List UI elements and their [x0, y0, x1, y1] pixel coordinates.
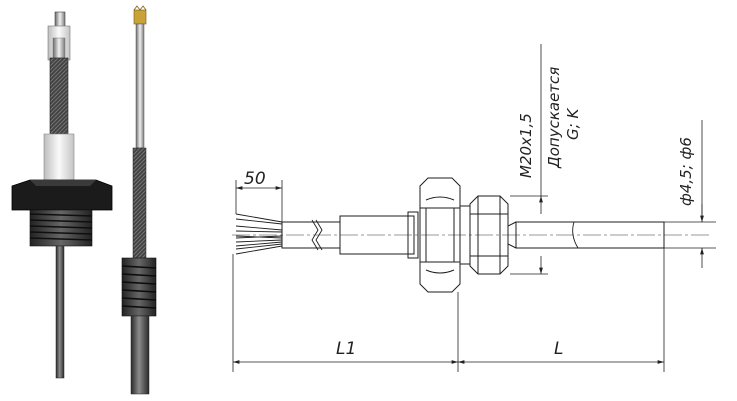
dim-l1: L1	[336, 339, 356, 359]
dim-note-line2: G; K	[564, 108, 582, 140]
lead-wires	[235, 213, 283, 255]
dim-l: L	[554, 339, 563, 359]
dim-note-line1: Допускается	[545, 67, 563, 169]
sensor-photo-2	[121, 5, 157, 395]
dim-diameters: ф4,5; ф6	[677, 137, 695, 206]
sensor-photo-1	[11, 11, 113, 379]
dimensions	[232, 44, 716, 372]
dim-wire-length: 50	[244, 169, 266, 189]
dim-thread: M20x1,5	[517, 113, 535, 178]
